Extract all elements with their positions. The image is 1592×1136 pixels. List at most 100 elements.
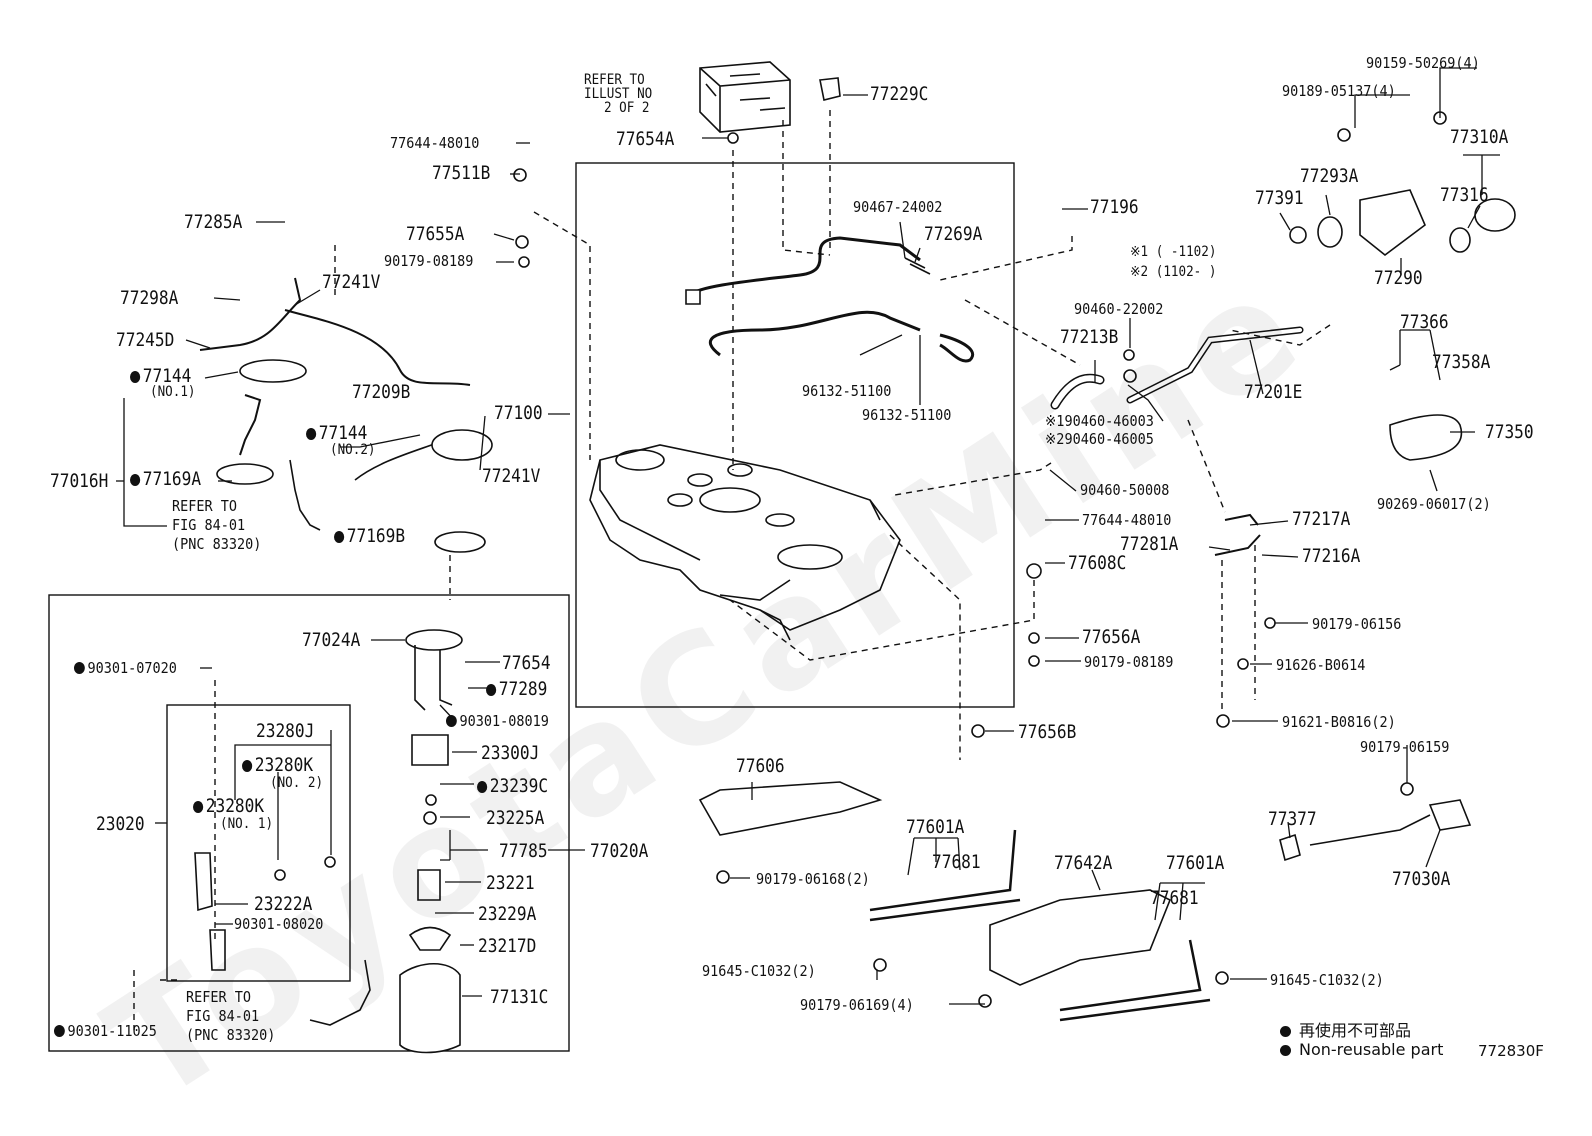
part-23217D[interactable]: 23217D (478, 935, 537, 957)
part-23020[interactable]: 23020 (96, 813, 145, 835)
part-96132-51100-b[interactable]: 96132-51100 (862, 406, 952, 424)
part-77654A[interactable]: 77654A (616, 128, 675, 150)
part-77144-no2[interactable]: 77144 (306, 424, 367, 443)
part-77201E[interactable]: 77201E (1244, 381, 1303, 403)
part-23300J[interactable]: 23300J (481, 742, 540, 764)
part-77241V-top[interactable]: 77241V (322, 271, 381, 293)
part-77016H[interactable]: 77016H (50, 470, 109, 492)
part-23222A[interactable]: 23222A (254, 893, 313, 915)
part-23239C-label: 23239C (489, 775, 549, 797)
legend-dot-icon (1280, 1026, 1291, 1037)
part-77644-48010-top[interactable]: 77644-48010 (390, 134, 480, 152)
part-91645-C1032-left[interactable]: 91645-C1032(2) (702, 962, 816, 980)
part-23229A[interactable]: 23229A (478, 903, 537, 925)
part-77601A-left[interactable]: 77601A (906, 816, 965, 838)
part-90189-05137[interactable]: 90189-05137(4) (1282, 82, 1396, 100)
part-96132-51100-a[interactable]: 96132-51100 (802, 382, 892, 400)
part-90301-07020[interactable]: 90301-07020 (74, 661, 177, 676)
part-90467-24002[interactable]: 90467-24002 (853, 198, 943, 216)
part-77785[interactable]: 77785 (499, 840, 548, 862)
date-note-2: ※2 (1102- ) (1130, 264, 1217, 280)
part-77030A[interactable]: 77030A (1392, 868, 1451, 890)
part-77281A[interactable]: 77281A (1120, 533, 1179, 555)
non-reusable-dot (54, 1025, 65, 1037)
part-77169A[interactable]: 77169A (130, 470, 201, 489)
part-77241V-bot[interactable]: 77241V (482, 465, 541, 487)
part-23221[interactable]: 23221 (486, 872, 535, 894)
part-91645-C1032-right[interactable]: 91645-C1032(2) (1270, 971, 1384, 989)
part-290460-46005[interactable]: ※290460-46005 (1045, 430, 1154, 448)
part-90301-11025[interactable]: 90301-11025 (54, 1024, 157, 1039)
part-77310A[interactable]: 77310A (1450, 126, 1509, 148)
vapor-hose-lower (708, 310, 921, 357)
part-77601A-right[interactable]: 77601A (1166, 852, 1225, 874)
part-77209B[interactable]: 77209B (352, 381, 411, 403)
part-77681-left[interactable]: 77681 (932, 851, 981, 873)
part-90460-50008[interactable]: 90460-50008 (1080, 481, 1170, 499)
part-23239C[interactable]: 23239C (477, 777, 548, 796)
part-91626-B0614[interactable]: 91626-B0614 (1276, 656, 1366, 674)
part-77391[interactable]: 77391 (1255, 187, 1304, 209)
part-77681-right[interactable]: 77681 (1150, 887, 1199, 909)
part-77024A[interactable]: 77024A (302, 629, 361, 651)
leader-lines (116, 67, 1500, 1005)
part-77229C[interactable]: 77229C (870, 83, 929, 105)
part-90301-07020-label: 90301-07020 (87, 659, 177, 677)
parts-diagram-drawing (48, 61, 1516, 1054)
part-77216A[interactable]: 77216A (1302, 545, 1361, 567)
part-77656B[interactable]: 77656B (1018, 721, 1077, 743)
part-23280K-no2-label: 23280K (254, 754, 314, 776)
part-77217A[interactable]: 77217A (1292, 508, 1351, 530)
part-77245D[interactable]: 77245D (116, 329, 175, 351)
part-77293A[interactable]: 77293A (1300, 165, 1359, 187)
part-77655A[interactable]: 77655A (406, 223, 465, 245)
part-23280J[interactable]: 23280J (256, 720, 315, 742)
part-90179-06168[interactable]: 90179-06168(2) (756, 870, 870, 888)
part-77316[interactable]: 77316 (1440, 184, 1489, 206)
part-77131C[interactable]: 77131C (490, 986, 549, 1008)
pump-kit-frame (48, 594, 570, 1052)
part-77350[interactable]: 77350 (1485, 421, 1534, 443)
part-77285A[interactable]: 77285A (184, 211, 243, 233)
part-77144-no1[interactable]: 77144 (130, 367, 191, 386)
sensor-77030A (1428, 799, 1472, 831)
part-77654[interactable]: 77654 (502, 652, 551, 674)
legend-en: Non-reusable part (1280, 1040, 1443, 1059)
part-90460-22002[interactable]: 90460-22002 (1074, 300, 1164, 318)
part-77290[interactable]: 77290 (1374, 267, 1423, 289)
canister-shape (699, 61, 791, 133)
part-77608C[interactable]: 77608C (1068, 552, 1127, 574)
part-77358A[interactable]: 77358A (1432, 351, 1491, 373)
refer-illust-line-2: ILLUST NO (584, 86, 653, 102)
part-77100[interactable]: 77100 (494, 402, 543, 424)
part-77644-48010-mid[interactable]: 77644-48010 (1082, 511, 1172, 529)
part-77366[interactable]: 77366 (1400, 311, 1449, 333)
part-90179-06156[interactable]: 90179-06156 (1312, 615, 1402, 633)
part-77511B[interactable]: 77511B (432, 162, 491, 184)
part-77196[interactable]: 77196 (1090, 196, 1139, 218)
part-90159-50269[interactable]: 90159-50269(4) (1366, 54, 1480, 72)
part-91621-B0816[interactable]: 91621-B0816(2) (1282, 713, 1396, 731)
part-90301-08019[interactable]: 90301-08019 (446, 714, 549, 729)
part-90269-06017[interactable]: 90269-06017(2) (1377, 495, 1491, 513)
part-23280K-no2[interactable]: 23280K (242, 756, 313, 775)
part-90179-08189-top[interactable]: 90179-08189 (384, 252, 474, 270)
part-190460-46003[interactable]: ※190460-46003 (1045, 412, 1154, 430)
part-77377[interactable]: 77377 (1268, 808, 1317, 830)
part-23225A[interactable]: 23225A (486, 807, 545, 829)
part-77656A[interactable]: 77656A (1082, 626, 1141, 648)
part-90179-06159[interactable]: 90179-06159 (1360, 738, 1450, 756)
part-90301-08020[interactable]: 90301-08020 (234, 915, 324, 933)
part-77642A[interactable]: 77642A (1054, 852, 1113, 874)
part-77289[interactable]: 77289 (486, 680, 547, 699)
part-77269A[interactable]: 77269A (924, 223, 983, 245)
part-77020A[interactable]: 77020A (590, 840, 649, 862)
part-77169B[interactable]: 77169B (334, 527, 405, 546)
part-90179-08189-mid[interactable]: 90179-08189 (1084, 653, 1174, 671)
part-77298A[interactable]: 77298A (120, 287, 179, 309)
part-23280K-no1[interactable]: 23280K (193, 797, 264, 816)
part-77213B[interactable]: 77213B (1060, 326, 1119, 348)
part-77606[interactable]: 77606 (736, 755, 785, 777)
part-23280K-no1-sub: (NO. 1) (220, 816, 274, 832)
part-90179-06169[interactable]: 90179-06169(4) (800, 996, 914, 1014)
